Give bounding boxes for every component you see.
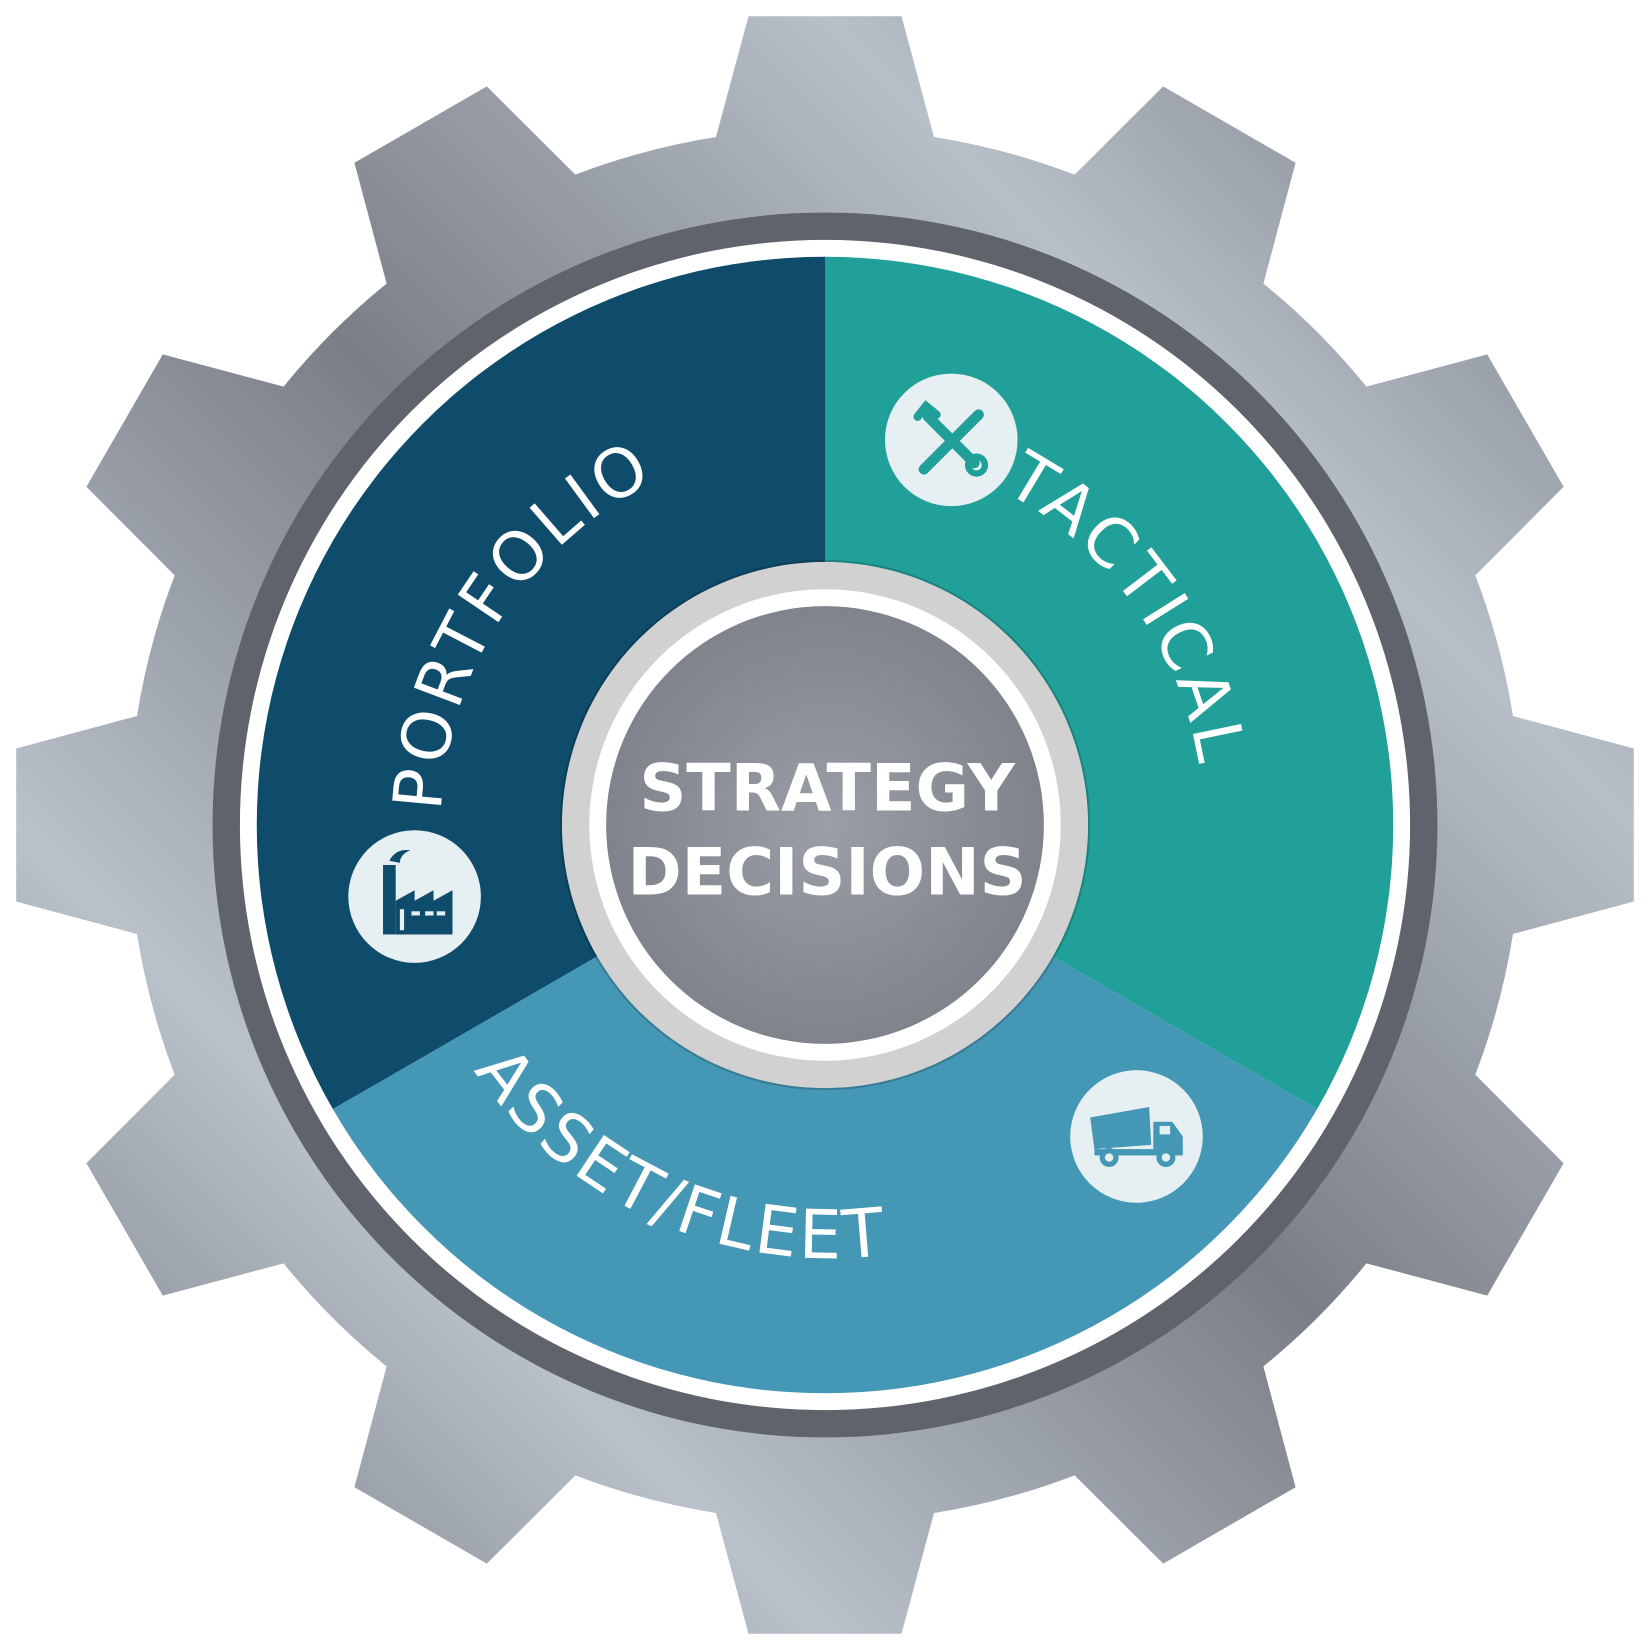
tools-icon (884, 373, 1018, 507)
center-title-line1: STRATEGY (639, 750, 1015, 826)
center-title-line2: DECISIONS (628, 834, 1027, 910)
segment-asset-fleet[interactable] (332, 956, 1318, 1394)
dump-truck-icon (1070, 1070, 1203, 1203)
factory-icon (348, 830, 481, 963)
center-hub[interactable] (606, 606, 1044, 1044)
